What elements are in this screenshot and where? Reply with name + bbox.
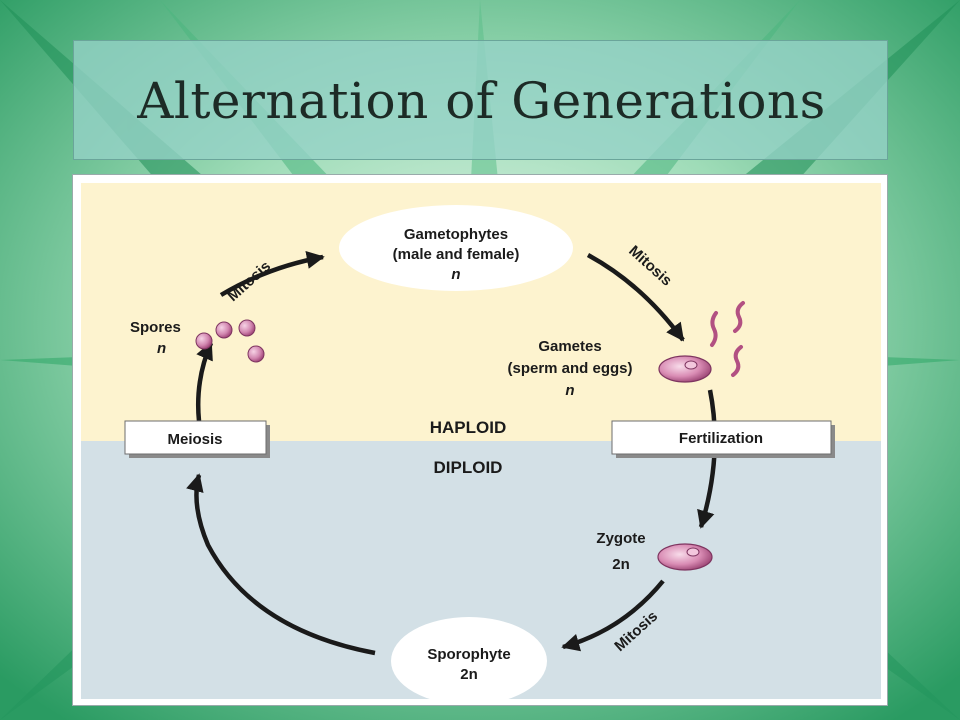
sporophyte-ploidy: 2n	[460, 666, 478, 683]
spores-ploidy: n	[157, 340, 166, 357]
arrow-meiosis-to-spores	[195, 341, 214, 422]
zygote-nucleus	[686, 547, 700, 557]
diploid-label: DIPLOID	[434, 458, 503, 477]
zygote-ploidy: 2n	[612, 556, 630, 573]
sporophyte-oval	[391, 617, 547, 705]
spore-cell	[215, 321, 233, 339]
meiosis-box	[124, 420, 267, 455]
gametophytes-label: Gametophytes	[404, 226, 508, 243]
fertilization-label: Fertilization	[679, 430, 763, 447]
spores-label: Spores	[130, 319, 181, 336]
fertilization-box	[611, 420, 832, 455]
haploid-label: HAPLOID	[430, 418, 507, 437]
zygote-label: Zygote	[596, 530, 645, 547]
arrow-gametophytes-to-gametes	[586, 253, 685, 342]
arrow-sporophyte-to-meiosis	[186, 473, 376, 656]
arrow-spores-to-gametophytes	[219, 251, 325, 297]
sperm-cell	[731, 345, 743, 377]
gametophytes-sublabel: (male and female)	[393, 246, 520, 263]
slide-title: Alternation of Generations	[137, 72, 826, 130]
title-banner: Alternation of Generations	[73, 40, 888, 160]
gametes-ploidy: n	[565, 382, 574, 399]
zygote-cell	[657, 543, 713, 571]
sperm-cell	[733, 301, 745, 333]
gametes-sublabel: (sperm and eggs)	[507, 360, 632, 377]
arrow-zygote-to-sporophyte	[561, 579, 665, 652]
gametophytes-oval	[339, 205, 573, 291]
egg-nucleus	[684, 360, 698, 370]
egg-cell	[658, 355, 712, 383]
sperm-cell	[710, 311, 718, 347]
spore-cell	[247, 345, 265, 363]
gametophytes-ploidy: n	[451, 266, 460, 283]
spore-cell	[238, 319, 256, 337]
sporophyte-label: Sporophyte	[427, 646, 510, 663]
spore-cell	[195, 332, 213, 350]
meiosis-label: Meiosis	[167, 431, 222, 448]
gametes-label: Gametes	[538, 338, 601, 355]
life-cycle-diagram: Gametophytes (male and female) n Sporoph…	[72, 174, 888, 706]
